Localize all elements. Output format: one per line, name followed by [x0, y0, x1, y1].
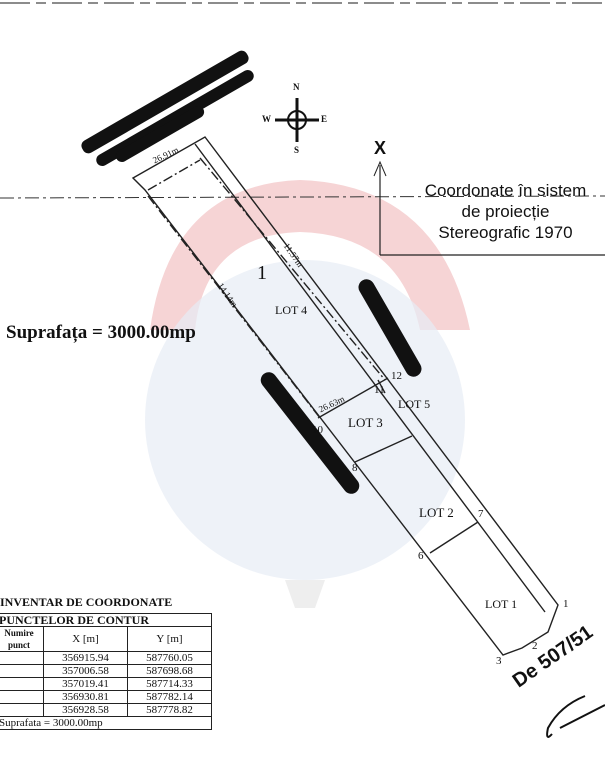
compass-e: E — [321, 114, 328, 124]
area-label: Suprafața = 3000.00mp — [6, 322, 196, 343]
coordinate-note-line: Coordonate în sistem — [424, 181, 587, 200]
cell: 356915.94 — [43, 651, 128, 665]
coordinate-note-line: Stereografic 1970 — [438, 223, 573, 242]
point-label: 10 — [312, 424, 323, 436]
compass-icon — [275, 98, 319, 142]
compass-w: W — [262, 114, 271, 124]
table-header: X [m] — [43, 626, 128, 652]
table-subtitle: PUNCTELOR DE CONTUR — [0, 613, 212, 627]
watermark-basket — [285, 580, 325, 608]
coordinate-note: Coordonate în sistem de proiecție Stereo… — [398, 180, 605, 243]
cell: 357019.41 — [43, 677, 128, 691]
table-header: Numire punct — [0, 626, 44, 652]
cell: 587714.33 — [127, 677, 212, 691]
cell: 587778.82 — [127, 703, 212, 717]
cell: 356928.58 — [43, 703, 128, 717]
cell — [0, 651, 44, 665]
cell: 357006.58 — [43, 664, 128, 678]
cell — [0, 664, 44, 678]
point-label: 2 — [532, 640, 538, 652]
compass-n: N — [293, 82, 300, 92]
cell — [0, 677, 44, 691]
lot-label: LOT 2 — [419, 505, 454, 520]
cell: 587698.68 — [127, 664, 212, 678]
point-label: 8 — [352, 462, 358, 474]
compass-s: S — [294, 145, 300, 155]
redacted-street-labels — [81, 50, 422, 494]
cell — [0, 690, 44, 704]
cell: 587782.14 — [127, 690, 212, 704]
point-label: 3 — [496, 655, 502, 667]
lot-label: LOT 4 — [275, 303, 308, 317]
point-label: 1 — [563, 598, 569, 610]
coordinate-note-line: de proiecție — [461, 202, 550, 221]
point-label: 12 — [391, 370, 402, 382]
parcel-number: 1 — [257, 262, 267, 284]
x-axis-label: X — [374, 138, 387, 158]
table-header: Y [m] — [127, 626, 212, 652]
parcel-outline — [131, 136, 559, 656]
cell — [0, 703, 44, 717]
cell: 587760.05 — [127, 651, 212, 665]
reference-line — [0, 195, 605, 199]
watermark-red-arch — [150, 180, 470, 330]
lot-label: LOT 5 — [398, 397, 431, 411]
lot-label: LOT 1 — [485, 597, 518, 611]
point-label: 11 — [374, 384, 385, 396]
table-footer: Suprafata = 3000.00mp — [0, 716, 212, 730]
coordinate-table: PUNCTELOR DE CONTUR Numire punct X [m] Y… — [0, 613, 212, 730]
point-label: 7 — [478, 508, 484, 520]
point-label: 6 — [418, 550, 424, 562]
table-title: INVENTAR DE COORDONATE — [0, 595, 173, 609]
lot-label: LOT 3 — [348, 415, 383, 430]
cell: 356930.81 — [43, 690, 128, 704]
arrow-head-icon — [373, 160, 387, 177]
